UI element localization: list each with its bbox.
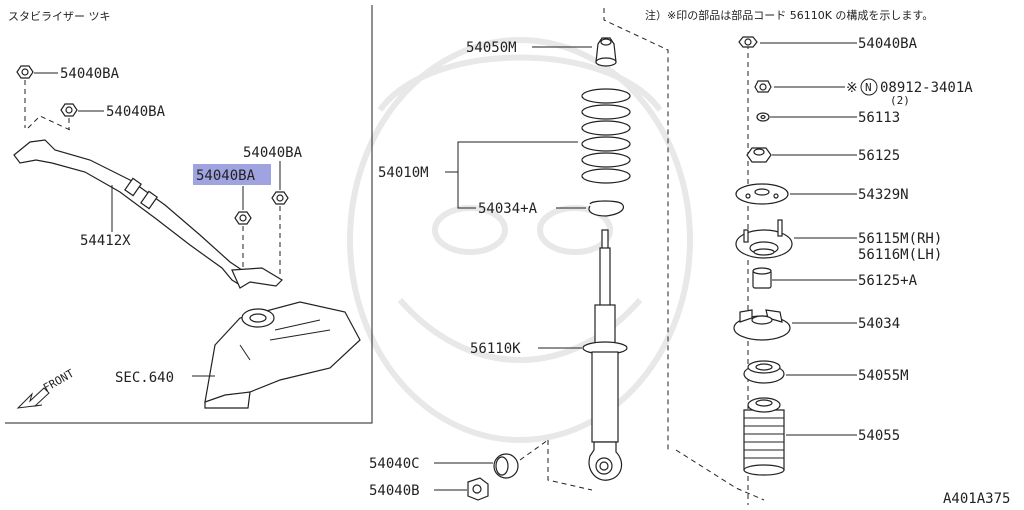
strut-assembly-56110k[interactable] (582, 229, 628, 481)
front-arrow-icon (16, 387, 50, 409)
seat-54329n[interactable] (735, 183, 789, 205)
seat-54055m[interactable] (743, 360, 785, 384)
bolt-54040ba-highlighted[interactable] (234, 211, 252, 225)
washer-56113[interactable] (756, 112, 770, 122)
dust-boot-54055[interactable] (743, 397, 785, 476)
bolt-54040ba-top1[interactable] (16, 65, 58, 79)
label-54040ba-right-top[interactable]: 54040BA (858, 36, 918, 52)
label-56116m-lh[interactable]: 56116M(LH) (858, 247, 942, 263)
label-54040ba-top2[interactable]: 54040BA (106, 104, 166, 120)
figure-code: A401A375 (943, 491, 1010, 507)
snap-ring-54034a[interactable] (588, 200, 625, 217)
label-54040c[interactable]: 54040C (369, 456, 420, 472)
label-54040b[interactable]: 54040B (369, 483, 420, 499)
label-54412x[interactable]: 54412X (80, 233, 131, 249)
label-56125a[interactable]: 56125+A (858, 273, 918, 289)
bump-stopper-54050m[interactable] (595, 37, 617, 67)
left-panel-border (5, 5, 373, 424)
parts-note: 注）※印の部品は部品コード 56110K の構成を示します。 (645, 8, 933, 22)
bolt-54040ba-top2[interactable] (60, 103, 104, 117)
label-56113[interactable]: 56113 (858, 110, 900, 126)
label-08912-3401a[interactable]: 08912-3401A (880, 80, 973, 96)
label-54010m[interactable]: 54010M (378, 165, 429, 181)
washer-54040c[interactable] (493, 453, 519, 479)
strut-group-frame (603, 8, 669, 450)
label-54050m[interactable]: 54050M (466, 40, 517, 56)
label-special-mark: ※ (846, 80, 858, 96)
nut-54040b[interactable] (467, 477, 489, 501)
label-54055m[interactable]: 54055M (858, 368, 909, 384)
label-54329n[interactable]: 54329N (858, 187, 909, 203)
section-title: スタビライザー ツキ (8, 10, 111, 23)
front-label: FRONT (41, 367, 77, 395)
label-56115m-rh[interactable]: 56115M(RH) (858, 231, 942, 247)
label-54034a[interactable]: 54034+A (478, 201, 538, 217)
nut-54040ba-top[interactable] (738, 36, 758, 48)
label-54055[interactable]: 54055 (858, 428, 900, 444)
n-circle-icon (860, 78, 878, 96)
nut-08912-3401a[interactable] (754, 80, 772, 93)
highlight-box (193, 164, 271, 185)
bush-56125a[interactable] (752, 267, 772, 289)
bolt-group-frame (547, 440, 593, 491)
spring-seat-54034[interactable] (733, 309, 791, 341)
label-54040ba-highlighted[interactable]: 54040BA (196, 168, 256, 184)
strut-mount-56115m-56116m[interactable] (735, 219, 793, 259)
label-56110k[interactable]: 56110K (470, 341, 521, 357)
label-54040ba-top1[interactable]: 54040BA (60, 66, 120, 82)
label-54034[interactable]: 54034 (858, 316, 900, 332)
label-54040ba-right[interactable]: 54040BA (243, 145, 303, 161)
label-56125[interactable]: 56125 (858, 148, 900, 164)
coil-spring-54010m[interactable] (581, 88, 631, 184)
label-sec640[interactable]: SEC.640 (115, 370, 174, 386)
bolt-54040ba-right[interactable] (271, 191, 289, 205)
label-qty-2: (2) (890, 94, 910, 107)
label-n-mark: N (865, 81, 872, 94)
nut-56125[interactable] (746, 147, 772, 163)
watermark (347, 37, 693, 443)
stabilizer-bar-54412x[interactable] (13, 139, 283, 289)
body-panel-sec640[interactable] (204, 301, 361, 409)
